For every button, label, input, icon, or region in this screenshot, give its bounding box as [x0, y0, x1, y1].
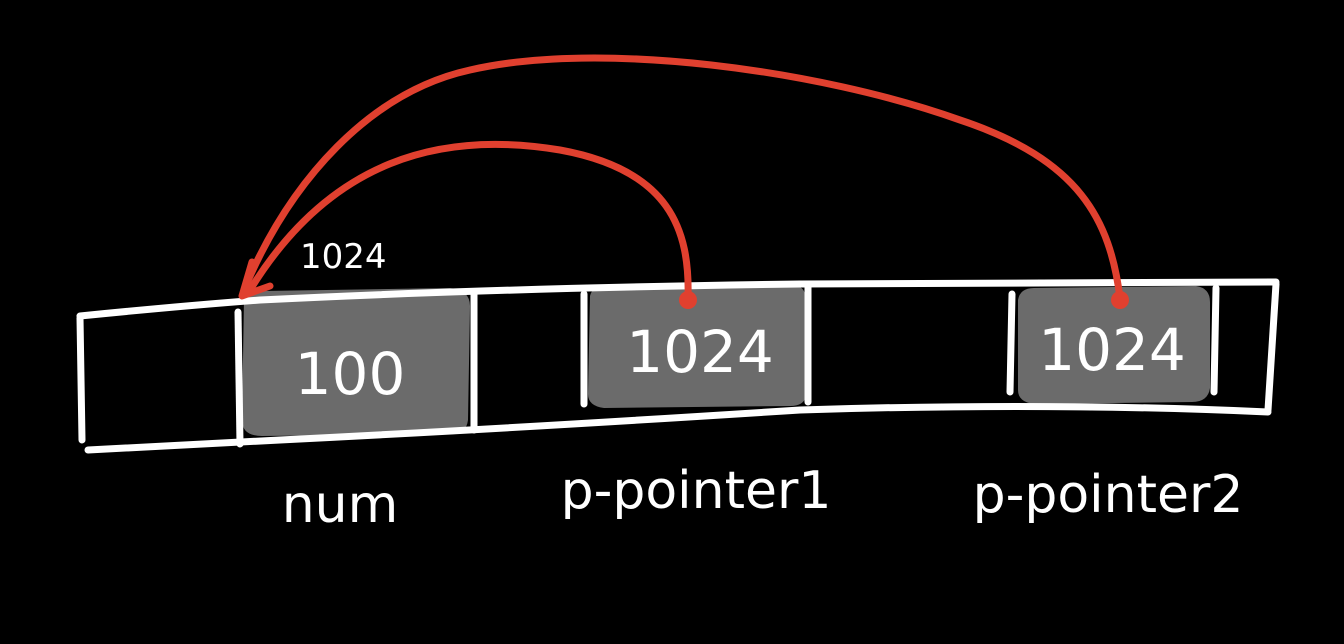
strip-bottom-edge	[84, 402, 1272, 454]
label-num: num	[282, 475, 399, 535]
cell-p-pointer1-fill	[588, 284, 806, 408]
arrow-p-pointer1-to-num	[246, 140, 692, 302]
label-p-pointer1: p-pointer1	[561, 461, 832, 521]
label-p-pointer2: p-pointer2	[973, 465, 1244, 525]
cell-p-pointer1-value: 1024	[626, 318, 774, 386]
filled-cells	[242, 284, 1210, 436]
cell-num-value: 100	[295, 340, 406, 408]
strip-right-edge	[1264, 280, 1280, 414]
arrow-p-pointer2-to-num	[240, 54, 1124, 302]
memory-strip	[76, 278, 1280, 454]
strip-top-edge	[76, 278, 1280, 320]
strip-left-edge	[76, 314, 86, 444]
pointer1-origin-dot	[679, 291, 697, 309]
cell-p-pointer2-value: 1024	[1038, 316, 1186, 384]
pointer-arrows	[238, 54, 1129, 309]
address-label: 1024	[300, 237, 387, 277]
divider-1	[234, 308, 244, 448]
arrowhead-icon	[238, 258, 274, 300]
cell-p-pointer2-fill	[1018, 286, 1210, 404]
divider-5	[1006, 290, 1016, 396]
divider-6	[1210, 284, 1220, 396]
cell-num-fill	[242, 288, 470, 436]
pointer2-origin-dot	[1111, 291, 1129, 309]
